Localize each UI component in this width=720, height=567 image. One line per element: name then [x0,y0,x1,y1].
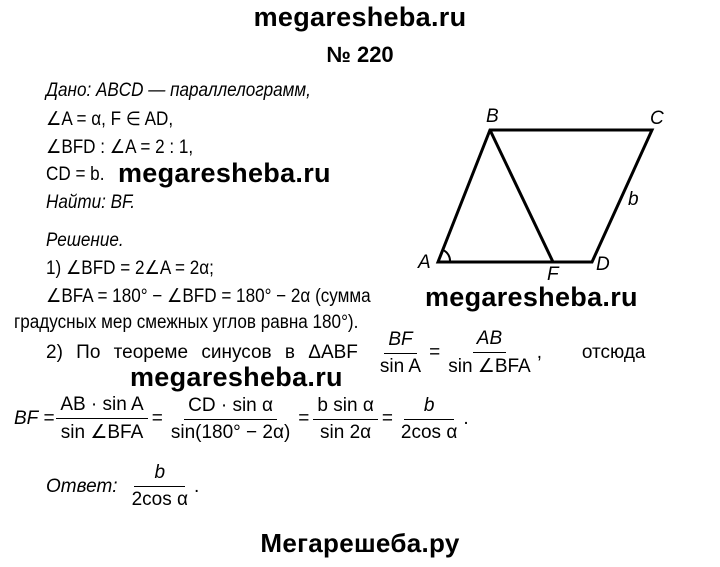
label-b: B [486,106,499,127]
step1-line1: 1) ∠BFD = 2∠A = 2α; [46,258,214,279]
given-line-3: ∠BFD : ∠A = 2 : 1, [46,137,194,158]
parallelogram-abcd [435,128,655,264]
label-side-b: b [628,189,639,210]
answer-label: Ответ: [46,475,118,497]
solution-heading: Решение. [46,230,124,251]
find-line: Найти: BF. [46,192,136,213]
label-c: C [650,108,664,129]
step1-line3: градусных мер смежных углов равна 180°). [14,312,359,333]
segment-bf [488,129,555,263]
watermark-figure: megaresheba.ru [425,282,638,312]
given-line-2: ∠A = α, F ∈ AD, [46,109,174,130]
parallelogram-figure: A B C D F b [417,106,664,285]
given-line-1: Дано: ABCD — параллелограмм, [46,80,311,101]
given-line-4: CD = b. [46,164,105,185]
step1-line2: ∠BFA = 180° − ∠BFD = 180° − 2α (сумма [46,286,371,307]
problem-number: № 220 [326,42,394,67]
formula-lhs: BF = [14,408,55,429]
step2-text: 2) По теореме синусов в ΔABF [46,342,358,363]
label-d: D [596,254,610,275]
label-a: A [417,252,431,273]
angle-a-arc [442,249,452,263]
watermark-bottom: Мегарешеба.ру [260,528,460,558]
watermark-given: megaresheba.ru [118,158,331,188]
label-f: F [547,264,560,285]
watermark-top: megaresheba.ru [253,2,467,32]
watermark-step2: megaresheba.ru [130,362,343,392]
step2-after: , отсюда [536,342,646,363]
